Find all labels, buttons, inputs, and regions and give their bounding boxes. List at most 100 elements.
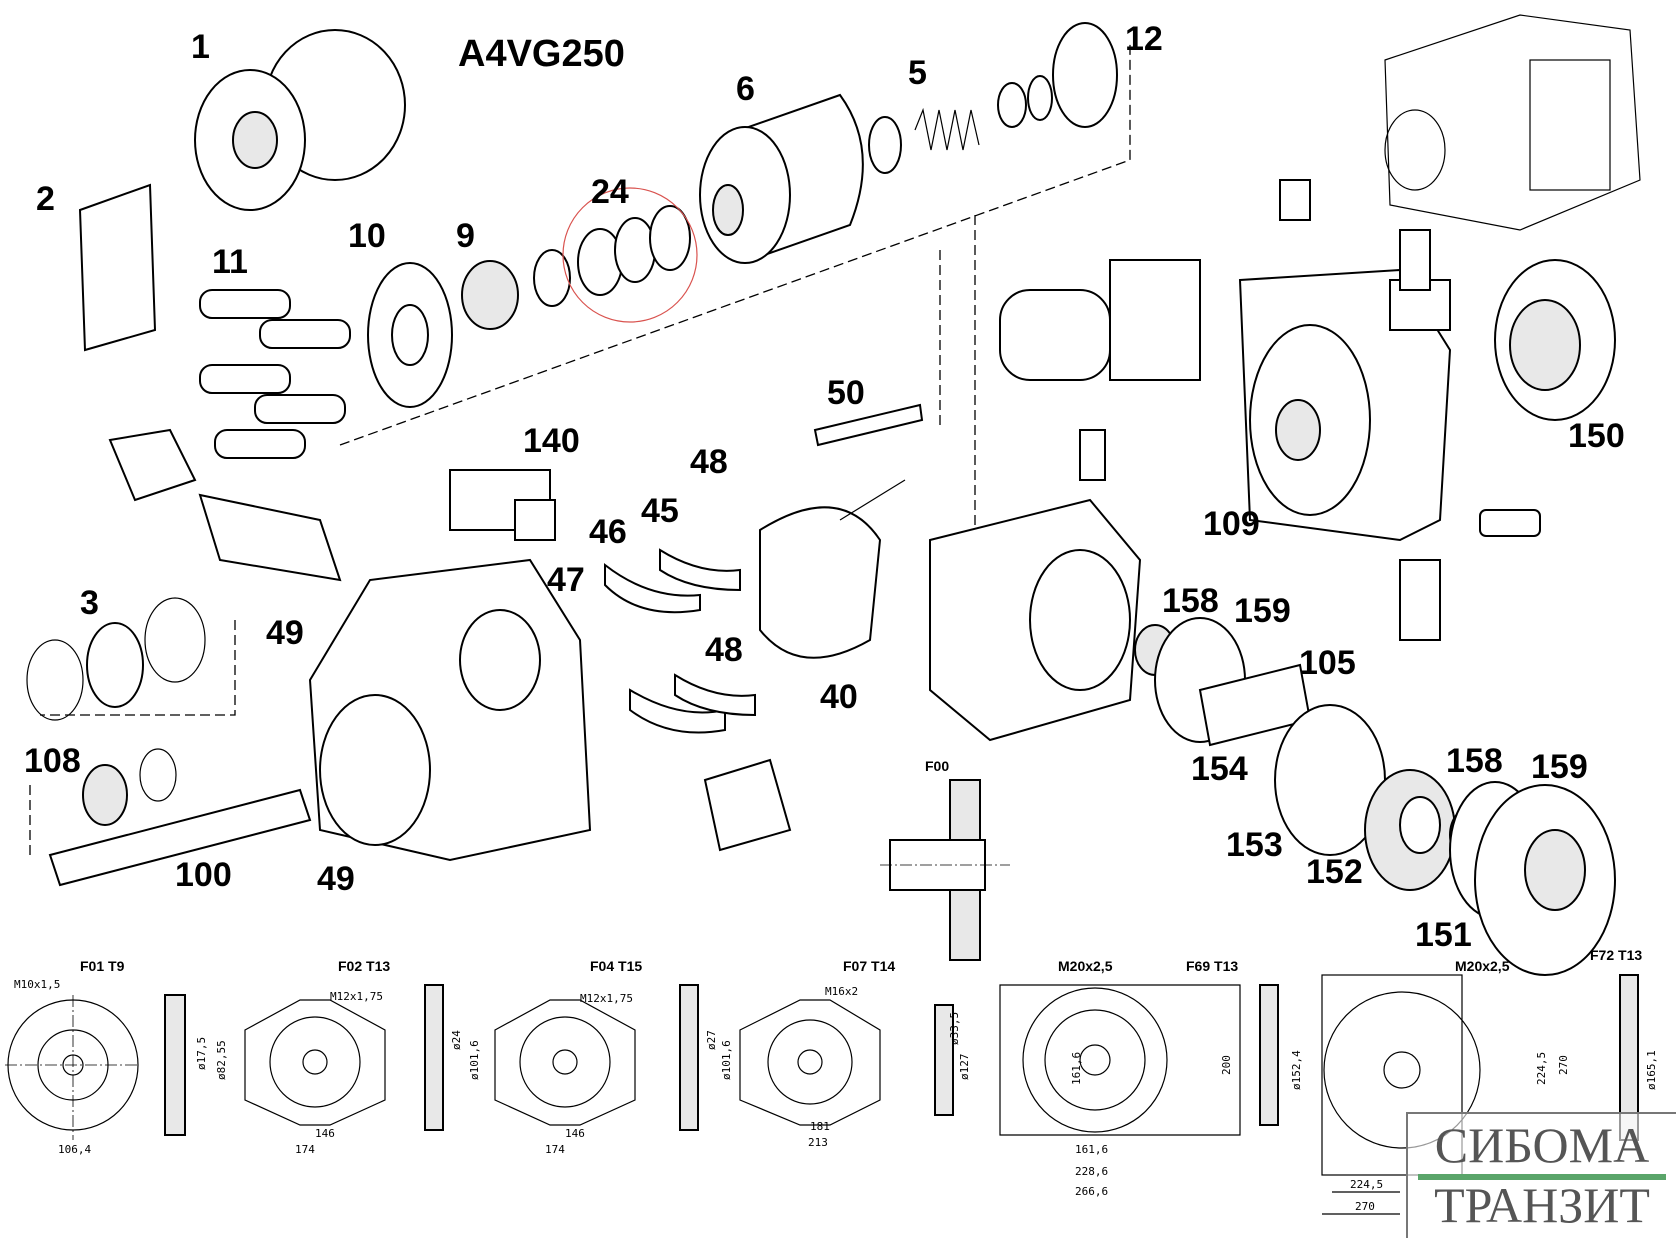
label-152: 152 [1306,853,1363,891]
label-6: 6 [736,70,755,108]
flange-title: F69 T13 [1186,958,1238,974]
part-100-shaft [48,788,312,887]
dim: 224,5 [1350,1178,1383,1191]
dim: 146 [315,1127,335,1140]
label-9: 9 [456,217,475,255]
part-45-46-cradles [604,548,756,734]
f00-section [880,779,1010,961]
part-2-seal-kit [78,183,157,352]
part-140-valve [449,469,556,541]
flange-F69: M20x2,5 F69 T13 161,6 200 ø152,4 161,6 2… [999,958,1303,1198]
label-46: 46 [589,513,627,551]
flange-title: F02 T13 [338,958,390,974]
model-title: A4VG250 [458,33,625,75]
label-100: 100 [175,856,232,894]
flange-thread: M16x2 [825,985,858,998]
part-number-labels: 1 2 3 5 6 9 10 11 12 24 40 45 46 47 48 4… [24,20,1625,954]
label-159-top: 159 [1234,592,1291,630]
part-40-swashplate [759,479,906,659]
label-150: 150 [1568,417,1625,455]
flange-F02: F02 T13 M12x1,75 ø24 ø101,6 146 174 [244,958,481,1156]
dim: ø27 [705,1030,718,1050]
label-105: 105 [1299,644,1356,682]
label-158-top: 158 [1162,582,1219,620]
part-ring [533,249,571,307]
label-1: 1 [191,28,210,66]
dim: 270 [1355,1200,1375,1213]
dim: ø165,1 [1645,1050,1658,1090]
label-154: 154 [1191,750,1248,788]
dim: ø101,6 [468,1040,481,1080]
part-port-plate-housing [929,429,1142,742]
watermark-logo: СИБОМА ТРАНЗИТ [1406,1112,1676,1238]
part-151-cover [1474,784,1616,976]
cover-plate [703,758,792,852]
part-10-retaining-plate [367,262,453,408]
part-11-pistons [199,289,351,459]
flange-thread: M12x1,75 [580,992,633,1005]
dim: ø127 [958,1054,971,1081]
flange-F07: F07 T14 M16x2 ø33,5 ø127 181 213 [739,958,971,1149]
flange-thread: M10x1,5 [14,978,60,991]
label-151: 151 [1415,916,1472,954]
label-49-bottom: 49 [317,860,355,898]
logo-line-1: СИБОМА [1434,1117,1650,1173]
part-5-spring [868,75,1053,174]
flange-F01: F01 T9 M10x1,5 ø17,5 ø82,55 106,4 [5,958,228,1156]
label-12: 12 [1125,20,1163,58]
flange-title: F01 T9 [80,958,125,974]
dim: 213 [808,1136,828,1149]
flange-title: F04 T15 [590,958,642,974]
part-150-charge-pump [1494,259,1616,421]
label-11: 11 [212,243,248,281]
flange-F72: M20x2,5 F72 T13 224,5 270 ø165,1 224,5 2… [1321,947,1658,1215]
label-10: 10 [348,217,386,255]
part-9-ball-guide [461,260,519,330]
part-24-shims [562,187,698,323]
dim: ø17,5 [195,1037,208,1070]
label-5: 5 [908,54,927,92]
part-6-cylinder [699,93,864,264]
label-50: 50 [827,374,865,412]
logo-bar [1418,1174,1666,1180]
part-12-plate [1052,22,1118,128]
label-2: 2 [36,180,55,218]
part-3-rings [26,597,206,721]
label-153: 153 [1226,826,1283,864]
label-24: 24 [591,173,629,211]
label-108: 108 [24,742,81,780]
dim: ø152,4 [1290,1050,1303,1090]
label-40: 40 [820,678,858,716]
servo-piston [108,428,342,582]
dim: 106,4 [58,1143,91,1156]
highlight-circle [562,187,698,323]
label-159-bottom: 159 [1531,748,1588,786]
flange-thread: M12x1,75 [330,990,383,1003]
label-140: 140 [523,422,580,460]
dim: 181 [810,1120,830,1133]
dim: 224,5 [1535,1052,1548,1085]
dim: 266,6 [1075,1185,1108,1198]
dim: 270 [1557,1055,1570,1075]
dim: 161,6 [1075,1143,1108,1156]
label-109: 109 [1203,505,1260,543]
flange-title: F07 T14 [843,958,895,974]
valve-cartridges [1399,509,1541,641]
label-49-top: 49 [266,614,304,652]
part-1-rotary-group [194,29,406,211]
flange-F04: F04 T15 M12x1,75 ø27 ø101,6 146 174 [494,958,733,1156]
flange-thread: M20x2,5 [1058,958,1113,974]
dim: 174 [545,1143,565,1156]
flange-title: F72 T13 [1590,947,1642,963]
dim: ø33,5 [948,1012,961,1045]
dim: 146 [565,1127,585,1140]
dim: 161,6 [1070,1052,1083,1085]
part-control-valve [999,259,1201,381]
part-108-bearing [82,748,177,826]
part-50-lever [813,403,924,447]
dim: 174 [295,1143,315,1156]
label-47: 47 [547,561,585,599]
label-48-top: 48 [690,443,728,481]
label-158-bottom: 158 [1446,742,1503,780]
